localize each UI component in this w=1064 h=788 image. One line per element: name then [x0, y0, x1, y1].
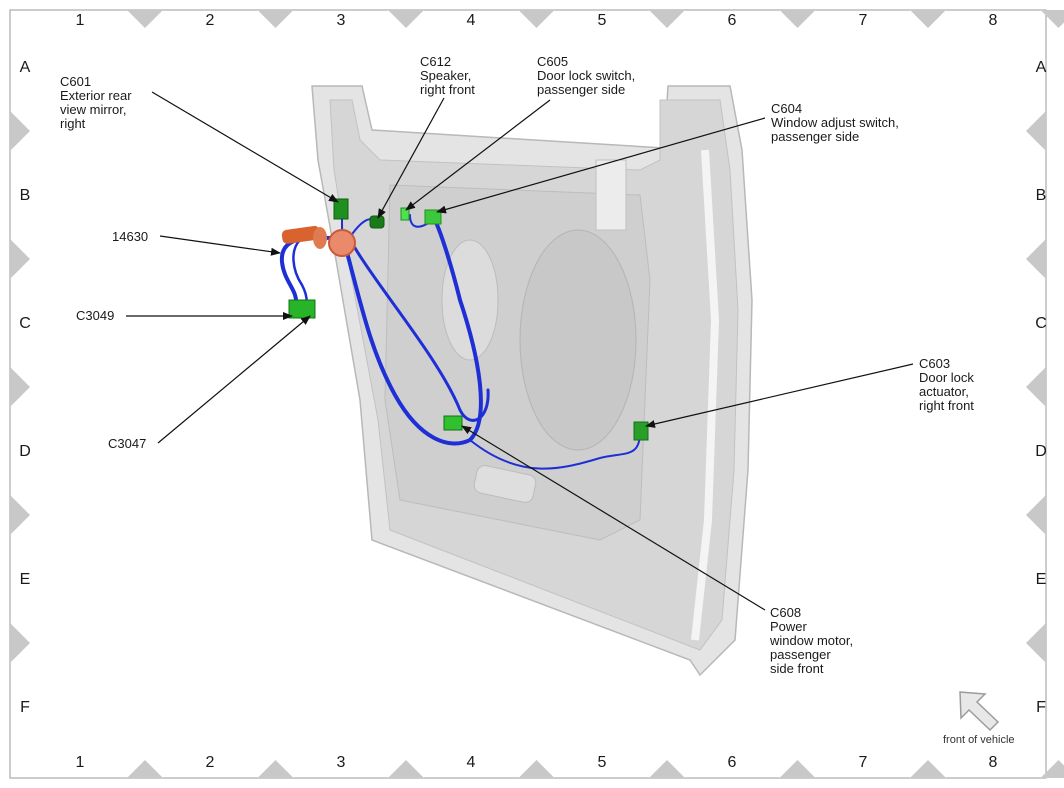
leader-c605 [405, 99, 551, 211]
zone-marker [10, 623, 30, 663]
connector-c604 [424, 209, 442, 225]
zone-markers [10, 10, 1064, 778]
grid-col-bottom: 3 [336, 754, 346, 771]
grid-row-left: A [19, 59, 31, 76]
zone-marker [1026, 495, 1046, 535]
grid-col-top: 7 [858, 12, 868, 29]
zone-marker [779, 10, 816, 28]
zone-marker [127, 10, 163, 28]
grid-row-left: C [19, 315, 31, 332]
grid-col-top: 1 [75, 12, 85, 29]
connector-c612 [369, 215, 385, 229]
connector-c603 [633, 421, 649, 441]
leader-14630 [159, 235, 281, 256]
leader-c608 [461, 425, 766, 611]
zone-marker [649, 760, 685, 778]
grommet-14630 [281, 225, 356, 257]
callout-c605: C605 Door lock switch, passenger side [537, 54, 636, 97]
speaker-cavity [519, 229, 637, 451]
leader-lines [126, 91, 914, 611]
leader-c3047 [157, 315, 311, 444]
callout-c3049: C3049 [76, 308, 115, 323]
grommet-boot [281, 225, 321, 244]
grid-col-bottom: 6 [727, 754, 737, 771]
zone-marker [1026, 239, 1046, 279]
grid-row-left: F [20, 699, 30, 716]
grid-col-top: 5 [597, 12, 607, 29]
grid-row-right: E [1035, 571, 1047, 588]
zone-marker [1026, 367, 1046, 407]
connector-c605 [400, 207, 410, 221]
grid-col-top: 3 [336, 12, 346, 29]
zone-marker [910, 760, 946, 778]
grommet-seal [328, 229, 356, 257]
zone-marker [1040, 10, 1064, 28]
grid-row-left: E [19, 571, 31, 588]
zone-marker [910, 10, 946, 28]
zone-marker [1040, 760, 1064, 778]
grid-col-top: 8 [988, 12, 998, 29]
grid-row-right: A [1035, 59, 1047, 76]
grid-row-left: D [19, 443, 31, 460]
door-edge-highlight [691, 149, 720, 641]
grid-col-top: 6 [727, 12, 737, 29]
grid-col-top: 2 [205, 12, 215, 29]
callout-c612: C612 Speaker, right front [420, 54, 475, 97]
harness-inner-branch [353, 246, 490, 422]
connectors [288, 198, 649, 441]
connector-c3049-c3047 [288, 299, 316, 319]
zone-marker [10, 239, 30, 279]
zone-marker [649, 10, 685, 28]
connector-c601 [333, 198, 349, 220]
zone-marker [388, 10, 424, 28]
leader-c603 [645, 363, 914, 428]
grid-col-bottom: 7 [858, 754, 868, 771]
grommet-flange [313, 227, 327, 249]
grid-row-right: F [1036, 699, 1046, 716]
grid-col-top: 4 [466, 12, 476, 29]
grid-row-left: B [19, 187, 31, 204]
grid-col-bottom: 1 [75, 754, 85, 771]
callout-c603: C603 Door lock actuator, right front [919, 356, 974, 413]
latch-bracket [595, 159, 627, 231]
grid-row-right: D [1035, 443, 1047, 460]
callout-c601: C601 Exterior rear view mirror, right [60, 74, 132, 131]
arrow-up-left-icon [959, 691, 1000, 732]
grid-col-bottom: 8 [988, 754, 998, 771]
zone-marker [779, 760, 816, 778]
zone-marker [127, 760, 163, 778]
lower-access-hole [473, 465, 537, 503]
callout-14630: 14630 [112, 229, 149, 244]
harness-actuator-branch [469, 431, 641, 470]
grid-col-bottom: 2 [205, 754, 215, 771]
zone-marker [1026, 623, 1046, 663]
connector-c608 [443, 415, 463, 431]
grid-row-right: B [1035, 187, 1047, 204]
zone-marker [10, 367, 30, 407]
grid-col-bottom: 5 [597, 754, 607, 771]
leader-c601 [151, 91, 339, 203]
callout-c604: C604 Window adjust switch, passenger sid… [771, 101, 899, 144]
zone-marker [388, 760, 424, 778]
access-hole [441, 239, 499, 361]
grid-col-bottom: 4 [466, 754, 476, 771]
leader-c612 [377, 97, 445, 219]
zone-marker [10, 495, 30, 535]
zone-marker [257, 10, 294, 28]
door-panel [311, 85, 753, 677]
callout-c608: C608 Power window motor, passenger side … [770, 605, 854, 676]
zone-marker [10, 111, 30, 151]
callout-c3047: C3047 [108, 436, 147, 451]
zone-marker [1026, 111, 1046, 151]
grid-row-right: C [1035, 315, 1047, 332]
zone-marker [518, 760, 555, 778]
front-of-vehicle-label: front of vehicle [943, 734, 1015, 746]
zone-marker [518, 10, 555, 28]
zone-marker [257, 760, 294, 778]
leader-c604 [436, 117, 766, 214]
